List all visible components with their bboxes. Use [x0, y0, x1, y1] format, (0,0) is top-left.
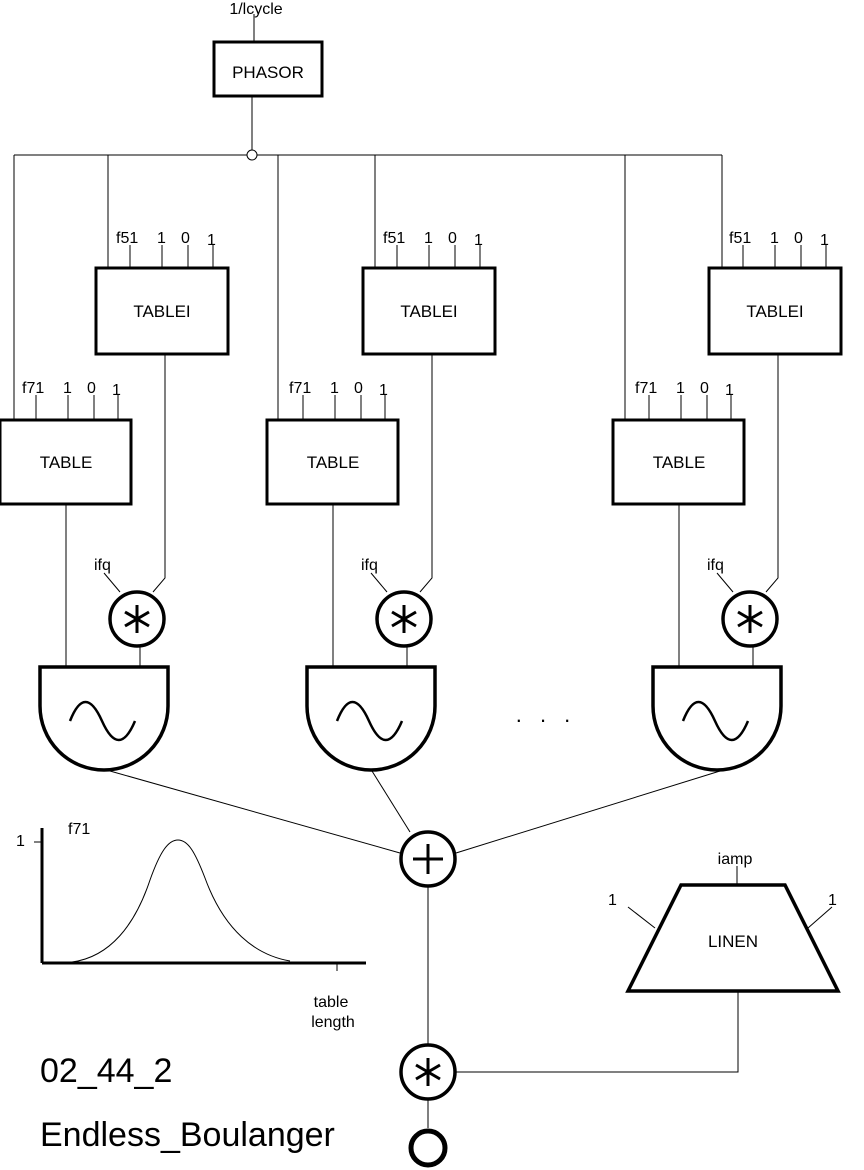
tablei-label: TABLEI	[746, 302, 803, 321]
voice-2: f51 1 0 1 TABLEI f71 1 0 1 TABLE ifq	[265, 230, 497, 772]
table-label: TABLE	[307, 453, 360, 472]
table-arg-2: 0	[87, 380, 96, 397]
phase-bus	[13, 149, 723, 420]
multiply-star-icon	[391, 605, 417, 633]
tablei-to-multiply-wire	[765, 354, 779, 593]
phasor-input-label: 1/lcycle	[229, 1, 282, 18]
table-unit: f71 1 0 1 TABLE	[265, 380, 400, 506]
linen-label: LINEN	[708, 932, 758, 951]
table-arg-1: 1	[63, 380, 72, 397]
multiply-star-icon	[124, 605, 150, 633]
oscillator-body	[38, 665, 170, 772]
sine-wave-icon	[681, 700, 750, 742]
osc1-to-sum-wire	[109, 770, 401, 854]
osc3-to-sum-wire	[455, 770, 721, 854]
tablei-box	[94, 266, 230, 356]
tablei-unit: f51 1 0 1 TABLEI	[361, 230, 497, 356]
linen-trapezoid	[625, 883, 841, 993]
table-arg-table: f71	[635, 380, 657, 397]
tablei-to-multiply-wire	[419, 354, 433, 593]
oscillator-unit	[305, 665, 437, 772]
table-unit: f71 1 0 1 TABLE	[0, 380, 133, 506]
tablei-arg-table: f51	[729, 230, 751, 247]
table-box	[611, 418, 746, 506]
tablei-arg-1: 1	[157, 230, 166, 247]
ifq-label: ifq	[94, 557, 111, 574]
oscillator-body	[651, 665, 783, 772]
tablei-unit: f51 1 0 1 TABLEI	[707, 230, 843, 356]
multiply-star-icon	[737, 605, 763, 633]
graph-table-name: f71	[68, 821, 90, 838]
tablei-unit: f51 1 0 1 TABLEI	[94, 230, 230, 356]
tablei-arg-3: 1	[207, 232, 216, 249]
audio-output-icon	[408, 1128, 448, 1168]
multiply-unit	[108, 590, 166, 648]
oscillator-unit	[651, 665, 783, 772]
table-arg-3: 1	[725, 382, 734, 399]
multiply-unit	[375, 590, 433, 648]
table-arg-3: 1	[112, 382, 121, 399]
ifq-wire	[103, 572, 121, 593]
sine-wave-icon	[335, 700, 404, 742]
oscillator-body	[305, 665, 437, 772]
graph-y-max-label: 1	[16, 833, 25, 850]
linen-left-label: 1	[608, 892, 617, 909]
function-table-graph: 1 f71 table length	[16, 821, 366, 1031]
tablei-arg-2: 0	[794, 230, 803, 247]
figure-title: Endless_Boulanger	[40, 1116, 335, 1154]
tablei-to-multiply-wire	[152, 354, 166, 593]
graph-x-label-line1: table	[314, 994, 349, 1011]
tablei-label: TABLEI	[400, 302, 457, 321]
tablei-box	[707, 266, 843, 356]
ifq-label: ifq	[707, 557, 724, 574]
linen-to-multiply-wire	[455, 991, 739, 1073]
phasor-unit: 1/lcycle PHASOR	[212, 1, 324, 150]
tablei-arg-3: 1	[474, 232, 483, 249]
junction-node	[246, 149, 258, 161]
table-arg-2: 0	[354, 380, 363, 397]
ifq-label: ifq	[361, 557, 378, 574]
osc2-to-sum-wire	[371, 770, 411, 833]
voice-3: f51 1 0 1 TABLEI f71 1 0 1 TABLE ifq	[611, 230, 843, 772]
figure-id: 02_44_2	[40, 1052, 172, 1090]
ellipsis: . . .	[516, 702, 577, 727]
tablei-arg-table: f51	[383, 230, 405, 247]
table-arg-2: 0	[700, 380, 709, 397]
tablei-arg-2: 0	[448, 230, 457, 247]
sine-wave-icon	[68, 700, 137, 742]
table-arg-3: 1	[379, 382, 388, 399]
mixer	[109, 770, 721, 1168]
tablei-arg-2: 0	[181, 230, 190, 247]
tablei-arg-3: 1	[820, 232, 829, 249]
tablei-arg-1: 1	[424, 230, 433, 247]
tablei-arg-1: 1	[770, 230, 779, 247]
table-arg-table: f71	[22, 380, 44, 397]
linen-right-label: 1	[828, 892, 837, 909]
tablei-arg-table: f51	[116, 230, 138, 247]
phasor-label: PHASOR	[232, 63, 304, 82]
multiply-unit	[721, 590, 779, 648]
graph-x-label-line2: length	[311, 1014, 355, 1031]
linen-amp-label: iamp	[718, 851, 753, 868]
table-label: TABLE	[40, 453, 93, 472]
voice-1: f51 1 0 1 TABLEI f71 1 0 1 TABLE ifq	[0, 230, 230, 772]
table-arg-table: f71	[289, 380, 311, 397]
table-label: TABLE	[653, 453, 706, 472]
multiply-star-icon	[415, 1058, 441, 1086]
table-arg-1: 1	[676, 380, 685, 397]
table-unit: f71 1 0 1 TABLE	[611, 380, 746, 506]
table-arg-1: 1	[330, 380, 339, 397]
ifq-wire	[370, 572, 388, 593]
tablei-label: TABLEI	[133, 302, 190, 321]
table-box	[0, 418, 133, 506]
gaussian-curve	[71, 839, 291, 963]
tablei-box	[361, 266, 497, 356]
oscillator-unit	[38, 665, 170, 772]
plus-icon	[413, 844, 443, 874]
linen-unit: iamp 1 1 LINEN	[455, 851, 841, 1073]
table-box	[265, 418, 400, 506]
phasor-box	[212, 40, 324, 98]
ifq-wire	[716, 572, 734, 593]
